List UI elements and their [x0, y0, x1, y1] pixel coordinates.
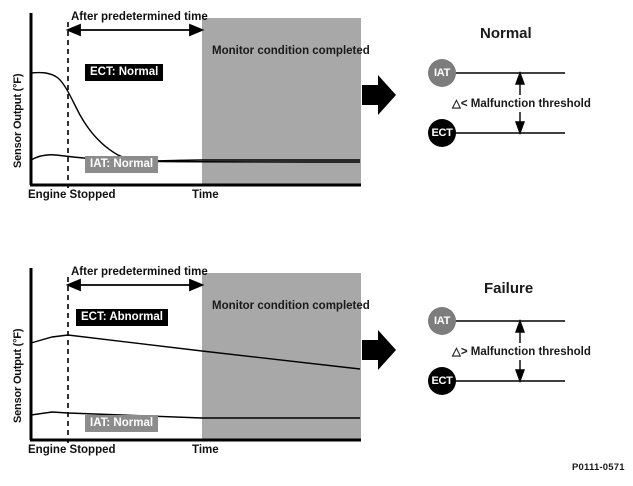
chart-normal: Sensor Output (°F) After predetermined t…	[0, 0, 380, 201]
delta-arrow	[515, 70, 525, 136]
chart-failure: Sensor Output (°F) After predetermined t…	[0, 255, 380, 456]
flow-arrow-failure	[362, 330, 396, 370]
node-iat: IAT	[428, 307, 456, 335]
iat-series-tag: IAT: Normal	[85, 415, 159, 433]
node-ect: ECT	[428, 119, 456, 147]
x-axis-label-right: Time	[192, 444, 219, 456]
threshold-label-failure: △> Malfunction threshold	[452, 346, 591, 358]
y-axis-label: Sensor Output (°F)	[12, 328, 24, 423]
result-panel-failure: Failure IAT ECT △> Malfunction threshold	[400, 255, 633, 455]
delta-arrow	[515, 318, 525, 384]
predetermined-time-arrow	[65, 278, 205, 292]
flow-arrow-normal	[362, 75, 396, 115]
x-axis-label-left: Engine Stopped	[28, 189, 116, 201]
monitor-condition-band	[202, 18, 361, 185]
x-axis-label-left: Engine Stopped	[28, 444, 116, 456]
monitor-condition-label: Monitor condition completed	[212, 45, 370, 57]
chart-normal-graphics	[29, 13, 361, 188]
predetermined-time-label: After predetermined time	[71, 266, 208, 278]
y-axis-label: Sensor Output (°F)	[12, 73, 24, 168]
iat-normal-curve	[30, 411, 360, 419]
figure-code: P0111-0571	[572, 462, 625, 473]
ect-normal-curve	[30, 71, 360, 162]
result-normal-graphics	[448, 70, 565, 136]
threshold-label-normal: △< Malfunction threshold	[452, 98, 591, 110]
monitor-condition-band	[202, 273, 361, 440]
ect-series-tag: ECT: Abnormal	[76, 309, 168, 327]
predetermined-time-label: After predetermined time	[71, 11, 208, 23]
result-panel-normal: Normal IAT ECT △< Malfunction threshold	[400, 0, 633, 200]
monitor-condition-label: Monitor condition completed	[212, 300, 370, 312]
ect-series-tag: ECT: Normal	[85, 64, 164, 82]
node-ect: ECT	[428, 367, 456, 395]
result-title-failure: Failure	[484, 280, 534, 297]
ect-abnormal-curve	[30, 334, 361, 370]
iat-series-tag: IAT: Normal	[85, 156, 159, 174]
x-axis-label-right: Time	[192, 189, 219, 201]
chart-failure-graphics	[29, 268, 361, 443]
node-iat: IAT	[428, 59, 456, 87]
result-title-normal: Normal	[480, 25, 532, 42]
predetermined-time-arrow	[65, 23, 205, 37]
result-failure-graphics	[448, 318, 565, 384]
